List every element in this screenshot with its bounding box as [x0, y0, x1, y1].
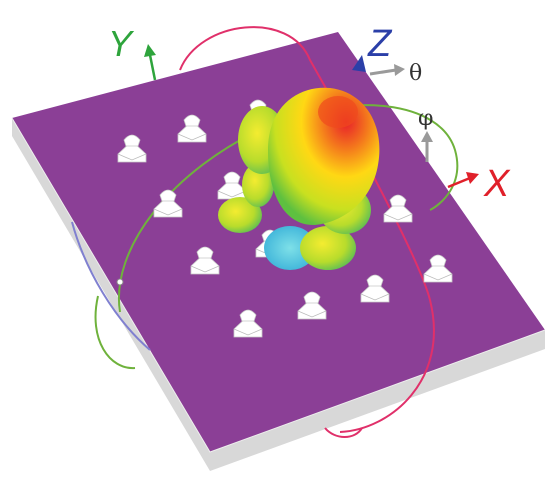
theta-arrowhead [394, 64, 405, 76]
board-front-side [210, 330, 545, 471]
side-lobe-lower-left [242, 163, 274, 207]
y-axis-label: Y [108, 23, 135, 64]
board-edge-highlight [11, 117, 546, 453]
x-axis-arrow [447, 176, 471, 189]
phi-arrowhead [421, 131, 433, 142]
theta-arrow [369, 68, 397, 76]
y-axis-arrowhead [144, 44, 156, 57]
z-axis-label: Z [367, 23, 393, 65]
radiation-pattern [218, 87, 380, 270]
side-lobe-left [218, 197, 262, 233]
phi-label: φ [418, 106, 433, 131]
meridian-curve [71, 221, 151, 351]
elevation-circle-bottom [324, 427, 363, 438]
y-axis-arrow [148, 54, 157, 81]
main-lobe-highlight [318, 96, 358, 128]
side-lobe-right [300, 226, 356, 270]
elevation-circle [179, 26, 435, 433]
theta-label: θ [409, 61, 422, 86]
z-axis-arrow [352, 55, 366, 72]
x-axis-label: X [483, 163, 511, 205]
azimuth-circle-lower [94, 295, 136, 370]
side-lobe-bottom [264, 226, 316, 270]
origin-marker [116, 278, 124, 286]
x-axis-arrowhead [466, 172, 479, 184]
board-left-side [12, 118, 210, 471]
